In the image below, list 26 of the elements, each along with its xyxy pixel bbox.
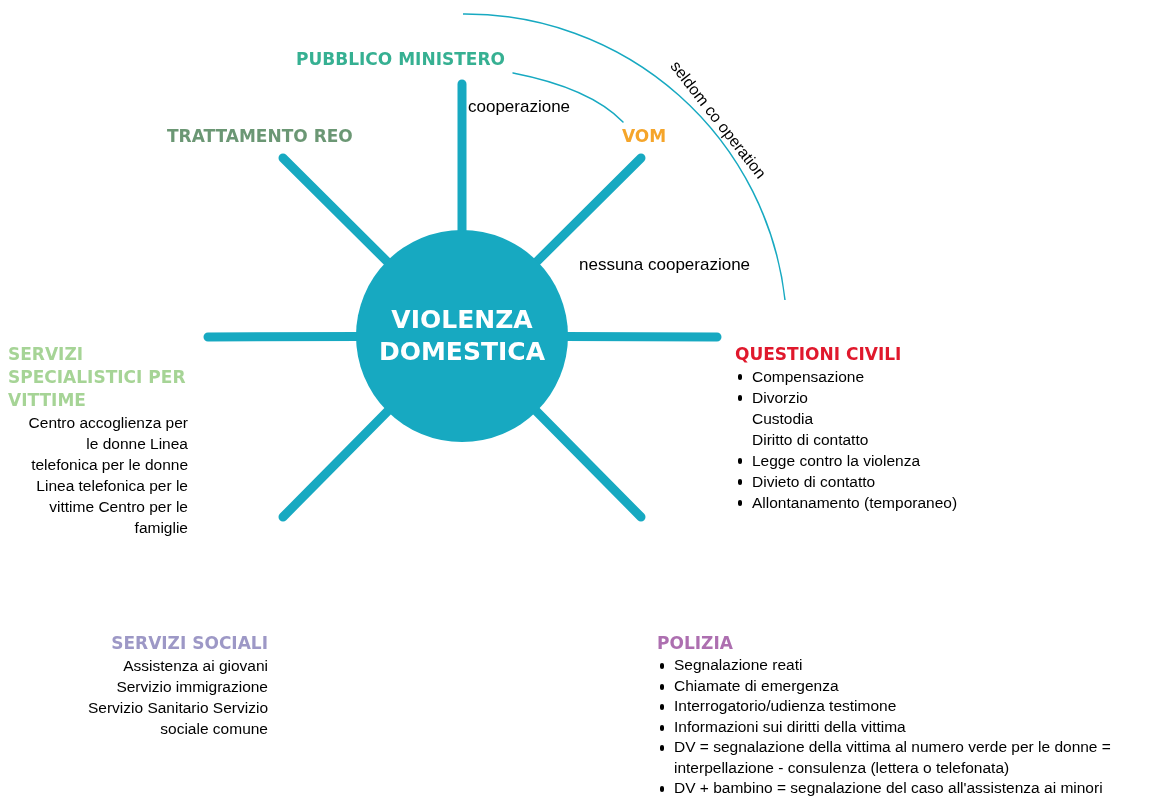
section-heading: VOM — [622, 125, 667, 148]
list-item: DV = segnalazione della vittima al numero verde per le donne = interpellazione - consulenza (lettera o telefonata) — [674, 737, 1112, 778]
list-item: Informazioni sui diritti della vittima — [674, 716, 906, 737]
body-text: Assistenza ai giovani Servizio immigrazione Servizio Sanitario Servizio sociale comune — [86, 656, 268, 739]
section-heading: QUESTIONI CIVILI — [735, 343, 903, 366]
annotation-text: nessuna cooperazione — [579, 255, 751, 275]
list-item: Segnalazione reati — [674, 655, 803, 675]
section-heading: SERVIZI SPECIALISTICI PER VITTIME — [8, 343, 187, 412]
list-item: Legge contro la violenza — [752, 451, 921, 471]
connector-line — [512, 72, 624, 123]
section-heading: PUBBLICO MINISTERO — [296, 48, 505, 71]
edge-label: cooperazione — [467, 97, 572, 117]
list-item: Allontanamento (temporaneo) — [752, 493, 958, 513]
section-heading: SERVIZI SOCIALI — [110, 632, 268, 655]
section-heading: TRATTAMENTO REO — [167, 125, 353, 148]
hub-title: VIOLENZA DOMESTICA — [378, 304, 546, 368]
body-text: Centro accoglienza per le donne Linea telefonica per le donne Linea telefonica per le vittime Centro per le famiglie — [28, 413, 188, 538]
list-item: Diritto di contatto — [752, 430, 869, 450]
list-item: Custodia — [752, 409, 814, 429]
list-item: Divorzio — [752, 388, 808, 408]
list-item: Interrogatorio/udienza testimone — [674, 696, 897, 716]
list-item: Compensazione — [752, 367, 864, 387]
list-item: Divieto di contatto — [752, 472, 876, 492]
list-item: Chiamate di emergenza — [674, 675, 839, 696]
list-item: DV + bambino = segnalazione del caso all'assistenza ai minori — [674, 778, 1103, 798]
section-heading: POLIZIA — [657, 632, 734, 655]
